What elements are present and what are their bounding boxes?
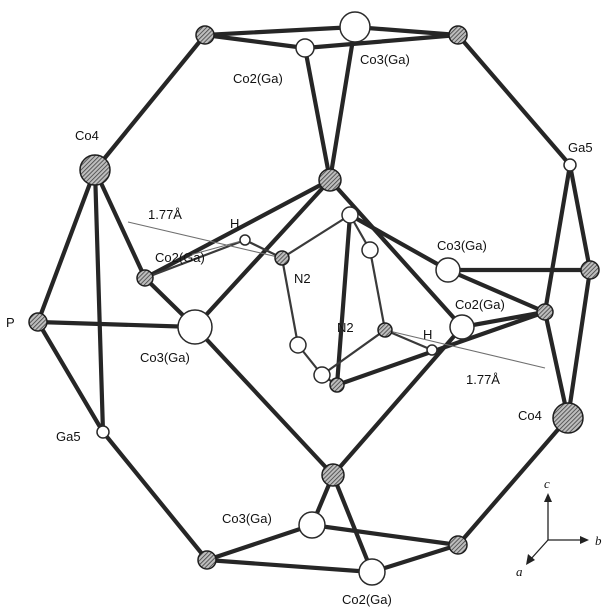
atom-co4-right bbox=[552, 402, 584, 434]
atom-n2-right bbox=[377, 322, 393, 338]
label-ga5-left: Ga5 bbox=[56, 429, 81, 444]
label-co3ga-top: Co3(Ga) bbox=[360, 52, 410, 67]
atom-co2ga-bottom bbox=[358, 558, 386, 586]
axis-label-c: c bbox=[544, 476, 550, 491]
label-dist-right: 1.77Å bbox=[466, 372, 500, 387]
atoms bbox=[28, 11, 600, 586]
atom-h-right bbox=[426, 344, 438, 356]
atom-co-right bbox=[580, 260, 600, 280]
atom-co4-left bbox=[79, 154, 111, 186]
label-co2ga-bottom: Co2(Ga) bbox=[342, 592, 392, 607]
atom-co3ga-right bbox=[435, 257, 461, 283]
atom-co3ga-top bbox=[339, 11, 371, 43]
atom-p bbox=[28, 312, 48, 332]
atom-ga5-left bbox=[96, 425, 110, 439]
atom-c-ring-left bbox=[289, 336, 307, 354]
atom-co2ga-top bbox=[295, 38, 315, 58]
atom-c-ring-right bbox=[361, 241, 379, 259]
axis-label-a: a bbox=[516, 564, 523, 579]
label-co2ga-right: Co2(Ga) bbox=[455, 297, 505, 312]
atom-co2ga-left bbox=[136, 269, 154, 287]
axis-label-b: b bbox=[595, 533, 602, 548]
label-co4-left: Co4 bbox=[75, 128, 99, 143]
atom-n2-left bbox=[274, 250, 290, 266]
hydrogen-bond-lines bbox=[127, 221, 546, 369]
label-co4-right: Co4 bbox=[518, 408, 542, 423]
atom-co-center-bottom bbox=[321, 463, 345, 487]
atom-co-center-low bbox=[329, 377, 345, 393]
atom-co-top-left bbox=[195, 25, 215, 45]
atom-co-bottom-right bbox=[448, 535, 468, 555]
label-n2-right: N2 bbox=[337, 320, 354, 335]
atom-co-top-right bbox=[448, 25, 468, 45]
label-ga5-right: Ga5 bbox=[568, 140, 593, 155]
atom-co3ga-right-lower bbox=[449, 314, 475, 340]
outer-cage-bonds bbox=[35, 24, 593, 575]
label-co3ga-left: Co3(Ga) bbox=[140, 350, 190, 365]
atom-co2ga-right bbox=[536, 303, 554, 321]
label-p: P bbox=[6, 315, 15, 330]
atom-co-center-top bbox=[318, 168, 342, 192]
atom-co3ga-bottom bbox=[298, 511, 326, 539]
axis-c-arrow bbox=[544, 493, 552, 502]
atom-co3ga-left bbox=[177, 309, 213, 345]
atom-c-ring-top bbox=[341, 206, 359, 224]
axis-a-arrow bbox=[526, 554, 535, 565]
axis-b-arrow bbox=[580, 536, 589, 544]
label-co2ga-top: Co2(Ga) bbox=[233, 71, 283, 86]
atom-co-bottom-left bbox=[197, 550, 217, 570]
label-co3ga-bottom: Co3(Ga) bbox=[222, 511, 272, 526]
label-h-right: H bbox=[423, 327, 432, 342]
label-co2ga-left: Co2(Ga) bbox=[155, 250, 205, 265]
label-n2-left: N2 bbox=[294, 271, 311, 286]
label-h-left: H bbox=[230, 216, 239, 231]
axis-a-line bbox=[529, 539, 549, 561]
label-dist-left: 1.77Å bbox=[148, 207, 182, 222]
atom-ga5-right bbox=[563, 158, 577, 172]
label-co3ga-right: Co3(Ga) bbox=[437, 238, 487, 253]
atom-c-ring-bottom bbox=[313, 366, 331, 384]
atom-labels: Co2(Ga) Co3(Ga) Co4 Ga5 1.77Å H Co2(Ga) … bbox=[6, 52, 593, 607]
axes-triad: c b a bbox=[516, 476, 602, 579]
atom-h-left bbox=[239, 234, 251, 246]
